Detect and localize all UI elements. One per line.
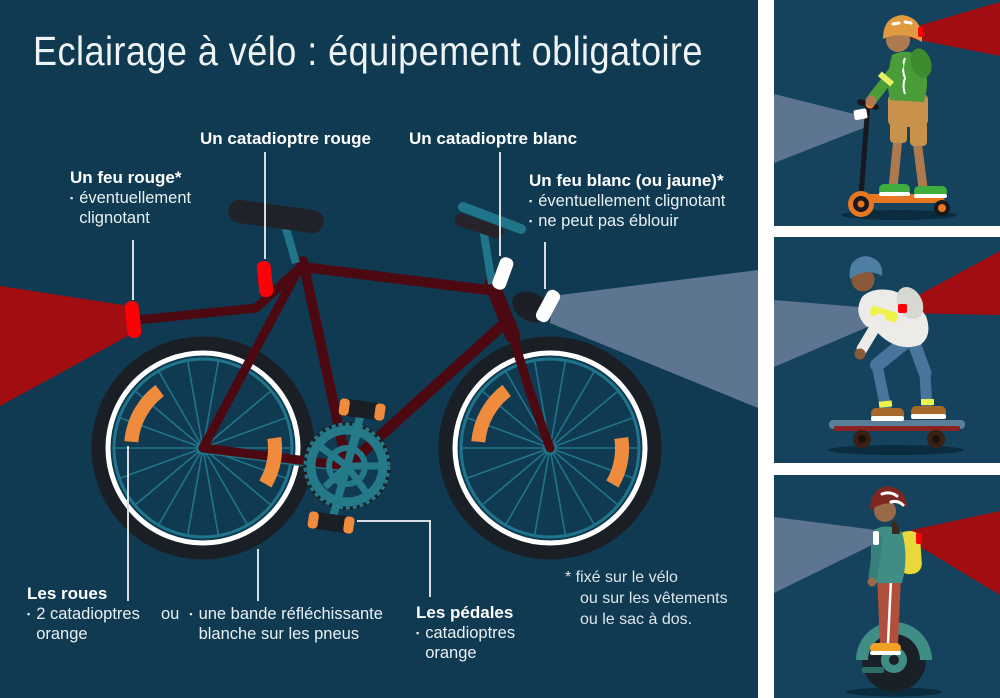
hand — [854, 348, 866, 360]
shoes — [871, 406, 946, 421]
bullet-marker: ▪ — [70, 193, 74, 203]
rear-red-beam — [912, 511, 1000, 595]
bullet-marker: ▪ — [189, 609, 193, 619]
main-panel: Eclairage à vélo : équipement obligatoir… — [0, 0, 758, 698]
reflective-stripe — [877, 71, 895, 87]
footnote-line: * fixé sur le vélo — [565, 569, 678, 586]
skateboarder-illustration — [774, 251, 1000, 455]
bullet-text: catadioptres orange — [425, 624, 516, 662]
handlebar-grip — [454, 213, 504, 239]
front-light-beam — [774, 94, 866, 163]
bullet-item: ▪ ne peut pas éblouir — [529, 211, 764, 231]
hand — [867, 577, 877, 587]
arm — [868, 534, 883, 582]
backpack-rear-light — [916, 533, 922, 544]
monowheel-rider-illustration — [774, 486, 1000, 697]
bullet-marker: ▪ — [416, 628, 420, 638]
roues-options-row: ▪ 2 catadioptres orange ou ▪ une bande r… — [27, 604, 427, 644]
front-light-beam — [774, 300, 884, 367]
crankset — [303, 406, 391, 528]
note-catadioptre-rouge: Un catadioptre rouge — [200, 128, 371, 149]
hair — [892, 520, 900, 534]
note-feu-rouge: Un feu rouge* ▪ éventuellement clignotan… — [70, 167, 222, 228]
shoes — [879, 184, 947, 198]
side-panel-scooter — [774, 0, 1000, 226]
note-title: Un feu rouge* — [70, 168, 182, 187]
helmet — [883, 15, 922, 42]
note-title: Un catadioptre rouge — [200, 129, 371, 148]
bullet-marker: ▪ — [529, 216, 533, 226]
note-catadioptre-blanc: Un catadioptre blanc — [409, 128, 577, 149]
saddle — [228, 199, 324, 234]
bullet-marker: ▪ — [529, 196, 533, 206]
bullet-text: éventuellement clignotant — [538, 192, 726, 210]
rear-red-light — [124, 300, 142, 339]
bullet-marker: ▪ — [27, 609, 31, 619]
note-title: Un feu blanc (ou jaune)* — [529, 171, 724, 190]
rear-red-beam — [904, 2, 1000, 56]
note-title: Les roues — [27, 584, 108, 603]
annotation-lines — [127, 152, 546, 601]
hand — [865, 95, 877, 107]
monowheel-rider — [867, 486, 922, 655]
bullet-item: ▪ éventuellement clignotant — [70, 188, 222, 228]
shoes — [870, 643, 901, 655]
band-rear-light — [898, 304, 907, 313]
bullet-item: ▪ catadioptres orange — [416, 623, 551, 663]
side-panel-skateboard — [774, 237, 1000, 463]
skateboarder — [849, 256, 946, 421]
seatpost — [281, 223, 300, 265]
reflective-band — [869, 305, 899, 323]
pedal-top — [338, 398, 386, 421]
white-reflector — [492, 257, 514, 290]
scooter-front-light — [853, 108, 868, 120]
rear-red-beam — [0, 286, 130, 406]
shadow — [828, 445, 964, 455]
rear-red-beam — [904, 251, 1000, 315]
bullet-text: une bande réfléchissante blanche sur les… — [198, 605, 383, 643]
bullet-item: ▪ une bande réfléchissante blanche sur l… — [189, 604, 401, 644]
note-roues: Les roues ▪ 2 catadioptres orange ou ▪ u… — [27, 583, 427, 644]
skateboard — [829, 420, 965, 448]
front-light-beam — [550, 270, 758, 408]
red-reflector — [256, 260, 274, 298]
head — [874, 500, 896, 522]
arm — [856, 313, 886, 355]
bullet-item: ▪ éventuellement clignotant — [529, 191, 764, 211]
ankle-band — [878, 400, 893, 408]
page-title: Eclairage à vélo : équipement obligatoir… — [33, 28, 703, 74]
pedal-bottom — [307, 511, 355, 534]
chest-light — [873, 531, 879, 545]
scooter-rider — [865, 15, 947, 198]
footnote-line: ou sur les vêtements — [580, 590, 728, 607]
bicycle-illustration — [0, 152, 758, 601]
or-word: ou — [161, 605, 180, 623]
note-title: Les pédales — [416, 603, 514, 622]
front-white-light — [512, 289, 561, 323]
pants-stripe — [886, 578, 893, 644]
bullet-item: ▪ 2 catadioptres orange — [27, 604, 151, 644]
scooter-rider-illustration — [774, 2, 1000, 220]
side-panel-monowheel — [774, 475, 1000, 698]
beanie — [849, 256, 883, 279]
note-pedales: Les pédales ▪ catadioptres orange — [416, 602, 551, 663]
note-title: Un catadioptre blanc — [409, 129, 578, 148]
helmet — [870, 486, 907, 510]
bullet-text: éventuellement clignotant — [79, 189, 192, 227]
footnote-line: ou le sac à dos. — [580, 611, 693, 628]
ankle-band — [921, 399, 934, 405]
handlebar — [454, 202, 526, 285]
wheel-reflectors-orange — [124, 384, 629, 488]
bullet-text: ne peut pas éblouir — [538, 212, 679, 230]
note-feu-blanc: Un feu blanc (ou jaune)* ▪ éventuellemen… — [529, 170, 764, 231]
bullet-text: 2 catadioptres orange — [36, 605, 140, 643]
front-light-beam — [774, 517, 876, 593]
line-pedales — [357, 520, 431, 597]
helmet-rear-light — [918, 27, 923, 37]
footnote: * fixé sur le vélo ou sur les vêtements … — [565, 567, 728, 630]
front-wheel — [438, 336, 662, 560]
